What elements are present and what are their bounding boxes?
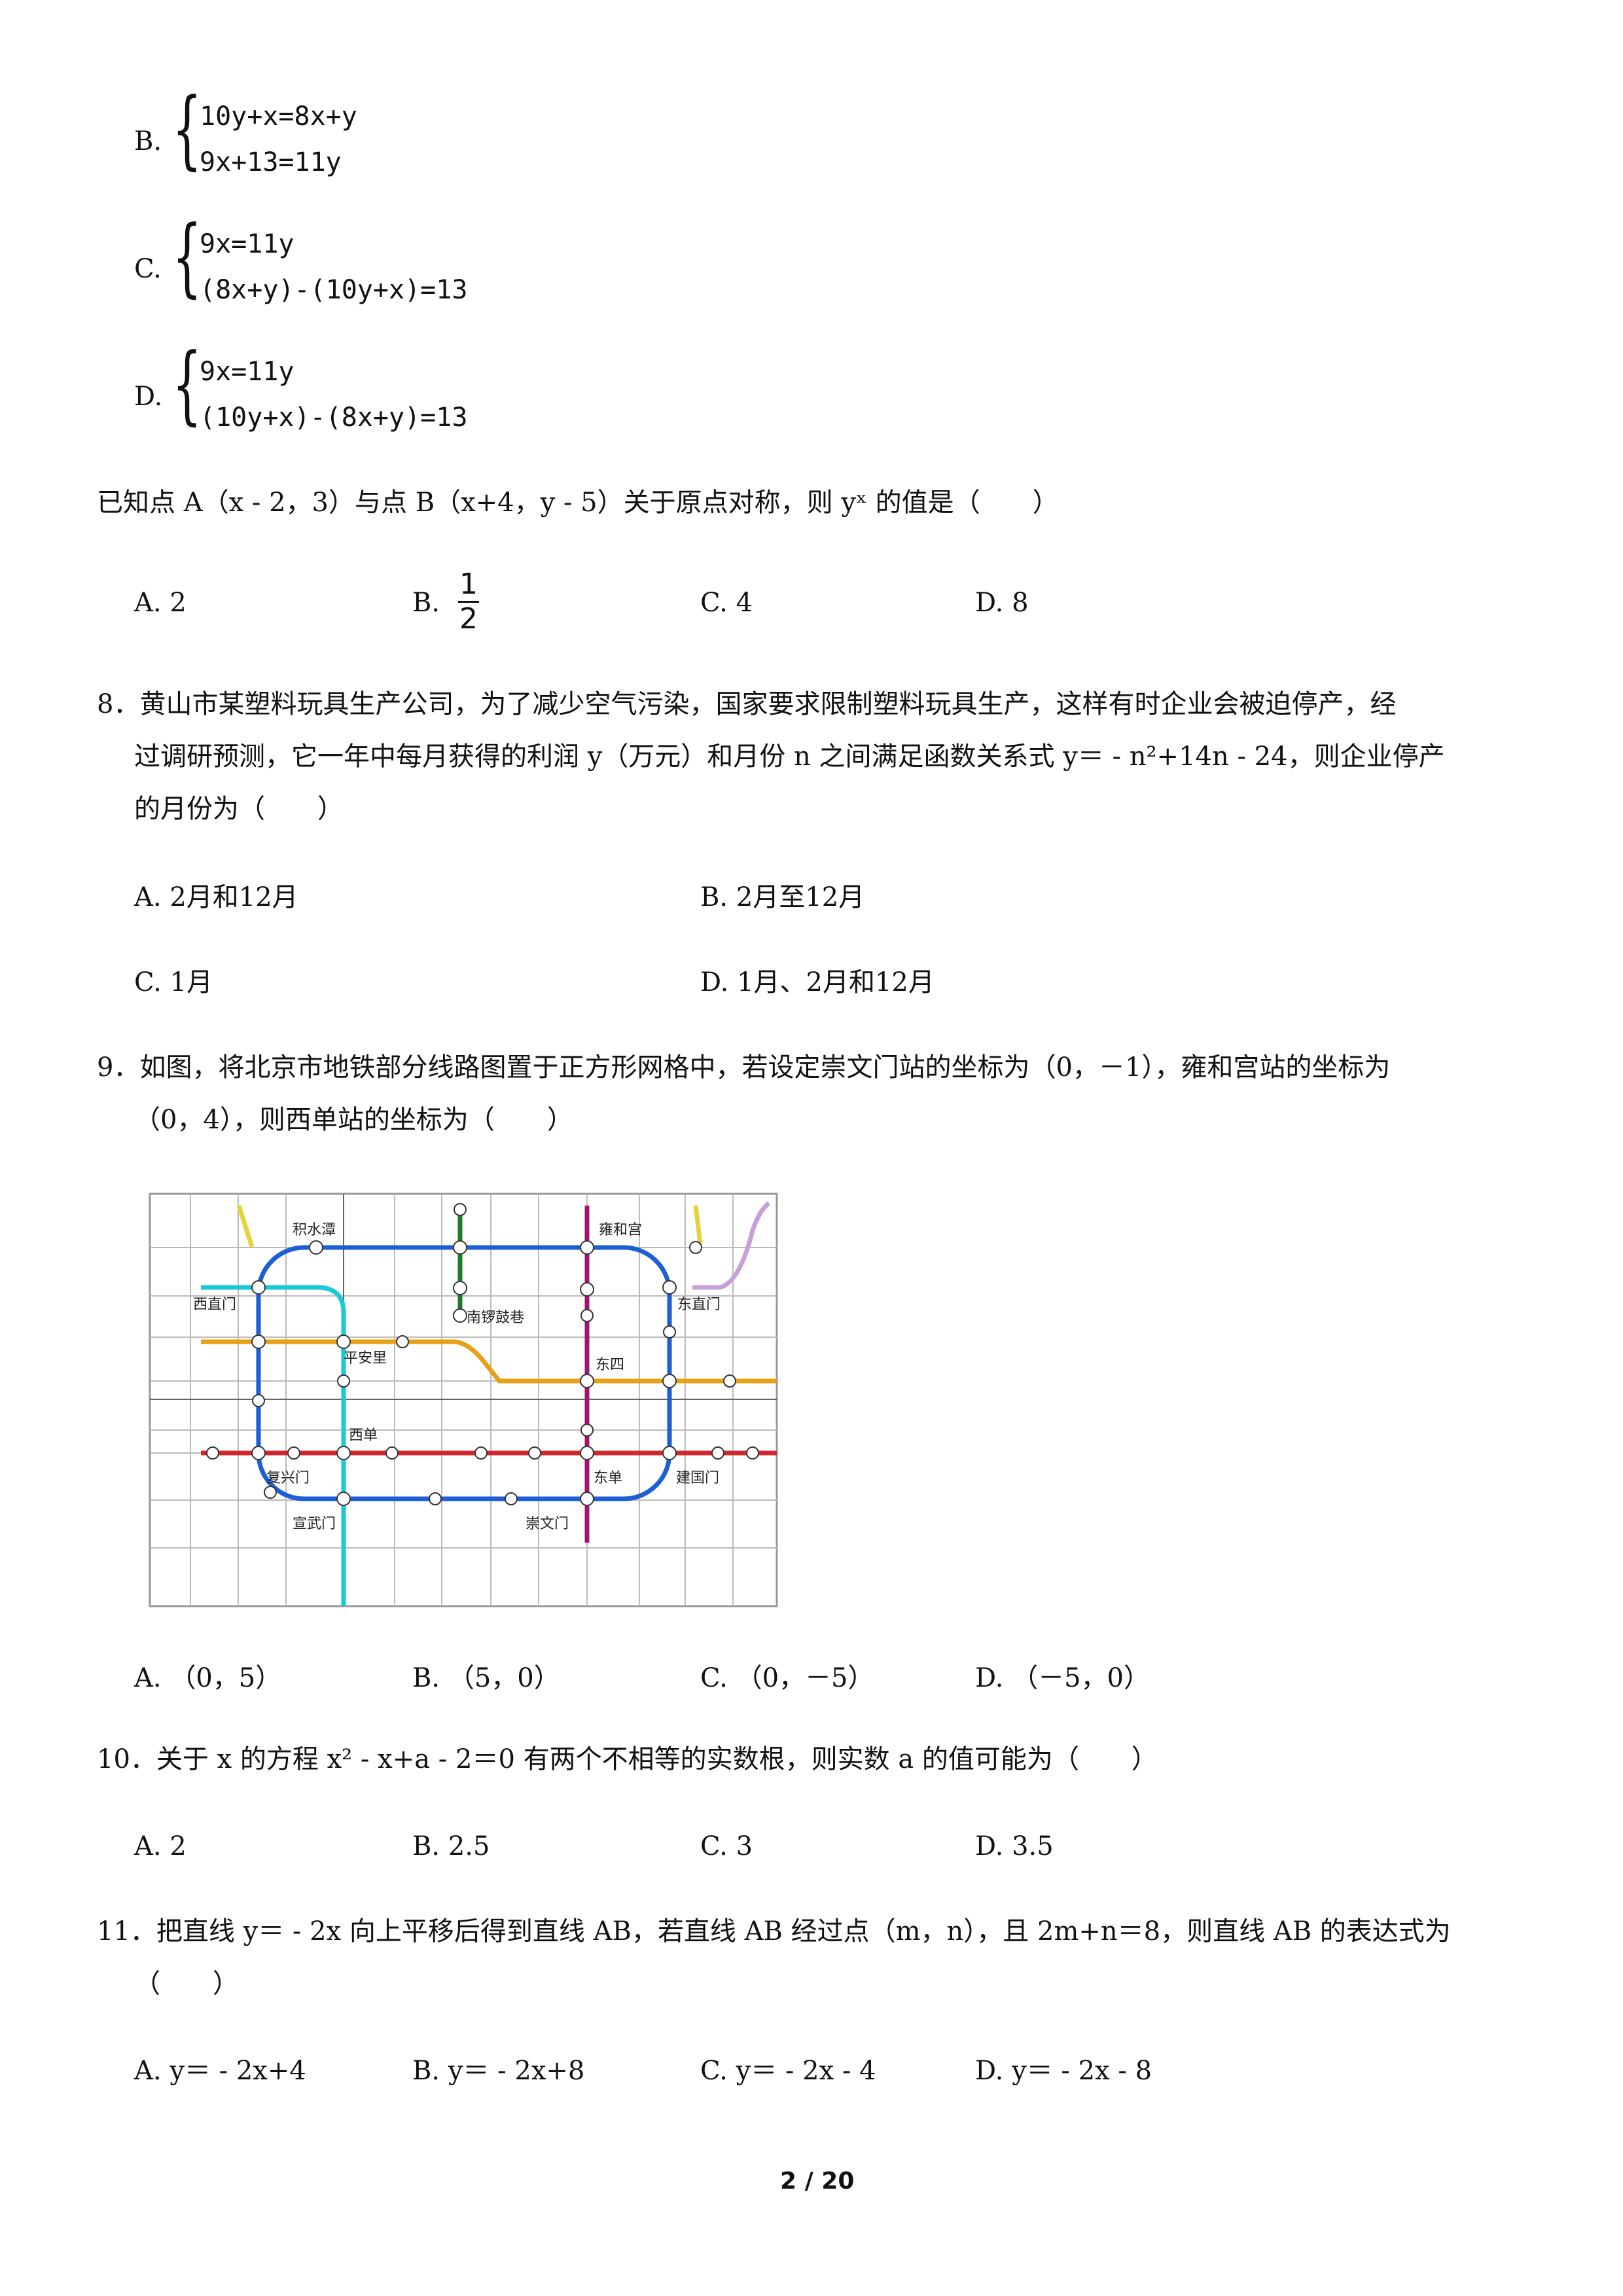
station-pinganli: 平安里 — [344, 1350, 387, 1367]
option-label: B. — [134, 126, 162, 156]
page-number: 2 / 20 — [780, 2168, 855, 2195]
subway-map-figure: 积水潭 雍和宫 西直门 南锣鼓巷 东直门 平安里 东四 西单 复兴门 东单 建国… — [149, 1193, 778, 1607]
q9-option-a[interactable]: A. （0，5） — [134, 1663, 282, 1693]
option-label: C. — [134, 254, 162, 284]
q11-stem-line1: 11．把直线 y＝ - 2x 向上平移后得到直线 AB，若直线 AB 经过点（m… — [97, 1916, 1451, 1946]
line-6-orange — [201, 1339, 777, 1384]
q10-option-b[interactable]: B. 2.5 — [412, 1831, 490, 1861]
equation-2: (10y+x)-(8x+y)=13 — [200, 403, 468, 433]
line-13-yellow — [236, 1204, 703, 1248]
q11-stem-line2: （ ） — [134, 1969, 239, 1999]
equation-1: 9x=11y — [200, 357, 294, 387]
station-jianguomen: 建国门 — [676, 1470, 719, 1486]
station-xidan: 西单 — [349, 1427, 378, 1444]
q8-option-a[interactable]: A. 2月和12月 — [134, 882, 298, 912]
line-4-cyan — [201, 1285, 346, 1606]
brace-icon: { — [172, 79, 202, 179]
q10-option-c[interactable]: C. 3 — [700, 1831, 753, 1861]
q7-option-c[interactable]: C. 4 — [700, 588, 753, 618]
q8-option-c[interactable]: C. 1月 — [134, 967, 213, 997]
fraction-bar — [458, 601, 479, 603]
q11-option-c[interactable]: C. y＝ - 2x - 4 — [700, 2056, 876, 2086]
q7-stem: 已知点 A（x - 2，3）与点 B（x+4，y - 5）关于原点对称，则 yˣ… — [97, 488, 1059, 518]
q8-option-b[interactable]: B. 2月至12月 — [700, 882, 865, 912]
q9-option-c[interactable]: C. （0，－5） — [700, 1663, 874, 1693]
equation-1: 10y+x=8x+y — [200, 101, 357, 132]
station-xizhimen: 西直门 — [193, 1297, 236, 1313]
q11-option-b[interactable]: B. y＝ - 2x+8 — [412, 2056, 585, 2086]
station-fuxingmen: 复兴门 — [266, 1470, 310, 1486]
station-jishuitan: 积水潭 — [293, 1222, 336, 1238]
station-yonghegong: 雍和宫 — [599, 1222, 642, 1238]
q7-option-a[interactable]: A. 2 — [134, 588, 187, 618]
q8-stem-line3: 的月份为（ ） — [134, 794, 344, 824]
numerator: 1 — [459, 567, 478, 601]
fraction: 1 2 — [458, 568, 479, 636]
line-10-lilac — [692, 1201, 771, 1290]
q11-option-a[interactable]: A. y＝ - 2x+4 — [134, 2056, 306, 2086]
q7-option-d[interactable]: D. 8 — [975, 588, 1029, 618]
station-chongwenmen: 崇文门 — [526, 1516, 569, 1532]
q9-option-d[interactable]: D. （－5，0） — [975, 1663, 1150, 1693]
station-nanluoguxiang: 南锣鼓巷 — [467, 1310, 524, 1326]
denominator: 2 — [459, 602, 478, 636]
station-dongzhimen: 东直门 — [677, 1297, 721, 1313]
option-label: D. — [134, 382, 163, 412]
brace-icon: { — [172, 207, 202, 306]
q9-option-b[interactable]: B. （5，0） — [412, 1663, 560, 1693]
q11-option-d[interactable]: D. y＝ - 2x - 8 — [975, 2056, 1152, 2086]
q9-stem-line1: 9．如图，将北京市地铁部分线路图置于正方形网格中，若设定崇文门站的坐标为（0，－… — [97, 1052, 1391, 1083]
q10-option-a[interactable]: A. 2 — [134, 1831, 187, 1861]
station-dongsi: 东四 — [596, 1357, 624, 1373]
equation-2: (8x+y)-(10y+x)=13 — [200, 275, 468, 305]
q10-stem: 10．关于 x 的方程 x² - x+a - 2＝0 有两个不相等的实数根，则实… — [97, 1744, 1158, 1774]
q9-stem-line2: （0，4），则西单站的坐标为（ ） — [134, 1105, 573, 1135]
station-xuanwumen: 宣武门 — [293, 1516, 336, 1532]
q8-option-d[interactable]: D. 1月、2月和12月 — [700, 967, 935, 997]
q8-stem-line2: 过调研预测，它一年中每月获得的利润 y（万元）和月份 n 之间满足函数关系式 y… — [134, 742, 1445, 772]
brace-icon: { — [172, 334, 202, 434]
station-dongdan: 东单 — [594, 1470, 622, 1486]
q10-option-d[interactable]: D. 3.5 — [975, 1831, 1054, 1861]
q8-stem-line1: 8．黄山市某塑料玩具生产公司，为了减少空气污染，国家要求限制塑料玩具生产，这样有… — [97, 689, 1397, 719]
stations — [206, 1203, 759, 1506]
equation-2: 9x+13=11y — [200, 147, 342, 177]
option-label: B. — [412, 588, 440, 618]
equation-1: 9x=11y — [200, 229, 294, 259]
